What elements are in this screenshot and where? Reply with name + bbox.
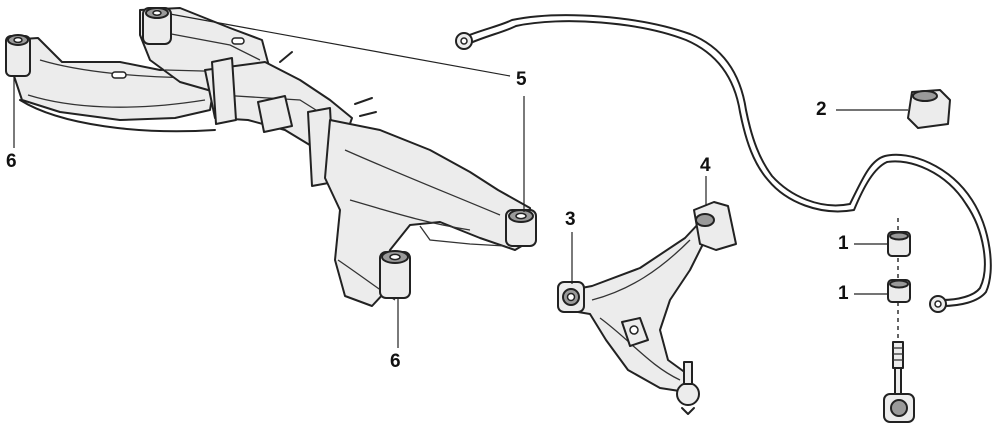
leader-lines [13, 13, 908, 348]
callout-3: 3 [565, 209, 576, 230]
bushing-5-right [505, 209, 537, 247]
arm-bushing-4 [693, 201, 737, 251]
callout-1-upper: 1 [838, 233, 849, 254]
callout-5: 5 [516, 69, 527, 90]
stabilizer-link [883, 218, 915, 423]
bushing-6-lower [379, 250, 411, 299]
lower-control-arm [559, 221, 713, 415]
callout-1-lower: 1 [838, 283, 849, 304]
stabilizer-bushing-2 [907, 89, 951, 129]
callout-6-lower: 6 [390, 351, 401, 372]
stabilizer-bar [455, 14, 992, 313]
arm-bushing-3 [557, 281, 585, 313]
bushing-6-left [5, 34, 31, 77]
callout-6-left: 6 [6, 151, 17, 172]
bushing-5-top [142, 7, 172, 45]
callout-4: 4 [700, 155, 711, 176]
front-subframe [7, 7, 536, 307]
callout-2: 2 [816, 99, 827, 120]
